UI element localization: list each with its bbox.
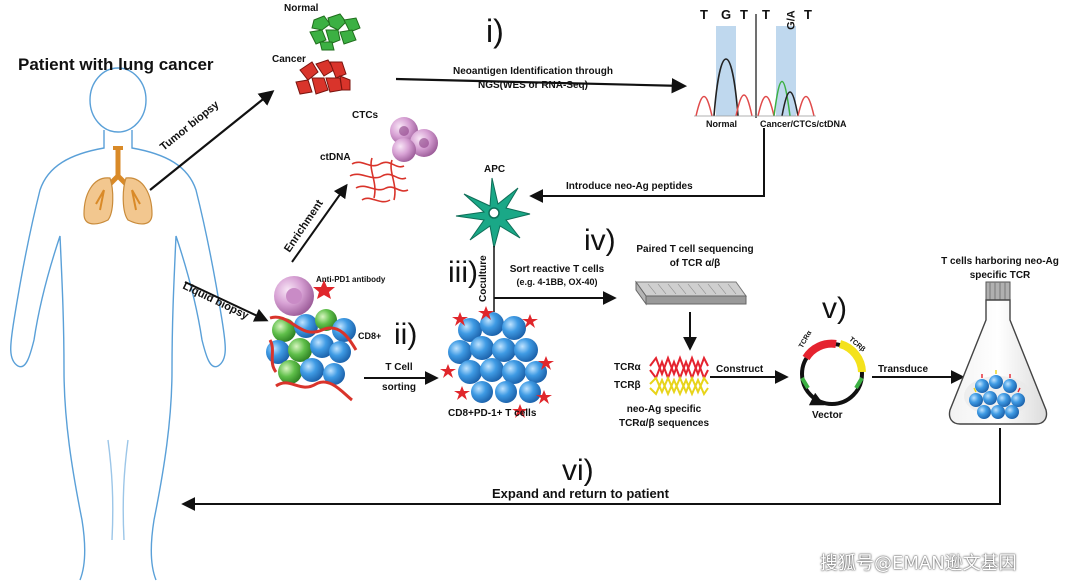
step-iv-numeral: iv)	[584, 224, 616, 257]
chromatogram-icon	[694, 14, 816, 118]
pd1-cells-label: CD8+PD-1+ T cells	[448, 408, 537, 419]
step-i-line1: Neoantigen Identification through	[453, 66, 613, 77]
flask-label-line1: T cells harboring neo-Ag	[941, 256, 1059, 267]
lungs-icon	[83, 146, 153, 225]
vector-plasmid-icon	[800, 339, 866, 406]
chromatogram-cancer-label: Cancer/CTCs/ctDNA	[760, 119, 847, 129]
step-v-numeral: v)	[822, 292, 847, 325]
tcr-alpha-label: TCRα	[614, 362, 641, 373]
patient-body	[10, 67, 226, 581]
watermark: 搜狐号@EMAN逊文基因	[820, 553, 1017, 574]
step-iii-line1: Sort reactive T cells	[509, 264, 605, 275]
ctdna-label: ctDNA	[320, 152, 351, 163]
liquid-biopsy-arrow	[184, 281, 269, 322]
introduce-peptides-label: Introduce neo-Ag peptides	[566, 181, 693, 192]
base-3: T	[740, 7, 748, 22]
base-5: G/A	[785, 10, 798, 30]
tcr-beta-sequence-icon	[649, 375, 709, 397]
step-i-arrow	[395, 77, 688, 94]
normal-tissue-label: Normal	[284, 3, 319, 14]
tcr-beta-label: TCRβ	[614, 380, 641, 391]
step-iv-line1: Paired T cell sequencing	[636, 244, 754, 255]
ctdna-icon	[349, 157, 409, 203]
step-i-line2: NGS(WES or RNA-Seq)	[478, 80, 588, 91]
sequencing-plate-icon	[635, 280, 747, 306]
tcr-desc-line2: TCRα/β sequences	[618, 418, 710, 429]
step-iii-numeral: iii)	[448, 256, 478, 289]
cancer-tissue-icon	[295, 59, 351, 95]
apc-icon	[455, 177, 531, 249]
enrichment-arrow	[291, 183, 348, 263]
normal-tissue-icon	[309, 13, 361, 51]
pd1-t-cells-icon	[440, 306, 554, 418]
apc-label: APC	[484, 164, 506, 175]
step-vi-numeral: vi)	[562, 454, 594, 487]
return-arrow	[181, 428, 1001, 511]
step-ii-line2: sorting	[382, 382, 416, 393]
base-4: T	[762, 7, 770, 22]
step-iv-line2: of TCR α/β	[669, 258, 721, 269]
step-ii-numeral: ii)	[394, 318, 418, 351]
step-i-numeral: i)	[486, 13, 504, 49]
step-iii-line2: (e.g. 4-1BB, OX-40)	[516, 277, 598, 287]
chromatogram-normal-label: Normal	[706, 119, 738, 129]
blood-sample-icon	[266, 276, 358, 402]
construct-label: Construct	[716, 364, 764, 375]
ctcs-label: CTCs	[352, 110, 379, 121]
anti-pd1-antibody-label: Anti-PD1 antibody	[316, 275, 386, 284]
vector-label: Vector	[812, 410, 843, 421]
diagram-title: Patient with lung cancer	[18, 55, 214, 74]
flask-label-line2: specific TCR	[969, 270, 1031, 281]
transduce-label: Transduce	[878, 364, 929, 375]
ctc-cells-icon	[390, 117, 438, 162]
base-6: T	[804, 7, 812, 22]
base-1: T	[700, 7, 708, 22]
cancer-tissue-label: Cancer	[272, 54, 306, 65]
cd8-label: CD8+	[358, 331, 382, 341]
culture-flask-icon	[948, 281, 1048, 425]
step-ii-line1: T Cell	[385, 362, 413, 373]
tcr-desc-line1: neo-Ag specific	[626, 404, 702, 415]
step-vi-label: Expand and return to patient	[492, 486, 669, 501]
coculture-label: Coculture	[478, 255, 489, 302]
base-2: G	[721, 7, 732, 22]
tumor-biopsy-arrow	[149, 90, 275, 191]
introduce-peptides-arrow	[529, 128, 765, 203]
tcr-alpha-sequence-icon	[649, 355, 709, 381]
